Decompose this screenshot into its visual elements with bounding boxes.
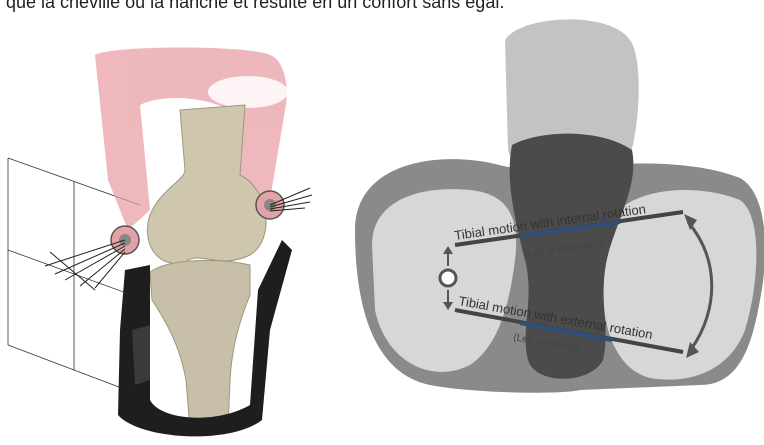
tibial-rotation-diagram: Tibial motion with internal rotation (Le… (355, 19, 764, 392)
tibia-bone (150, 260, 250, 430)
